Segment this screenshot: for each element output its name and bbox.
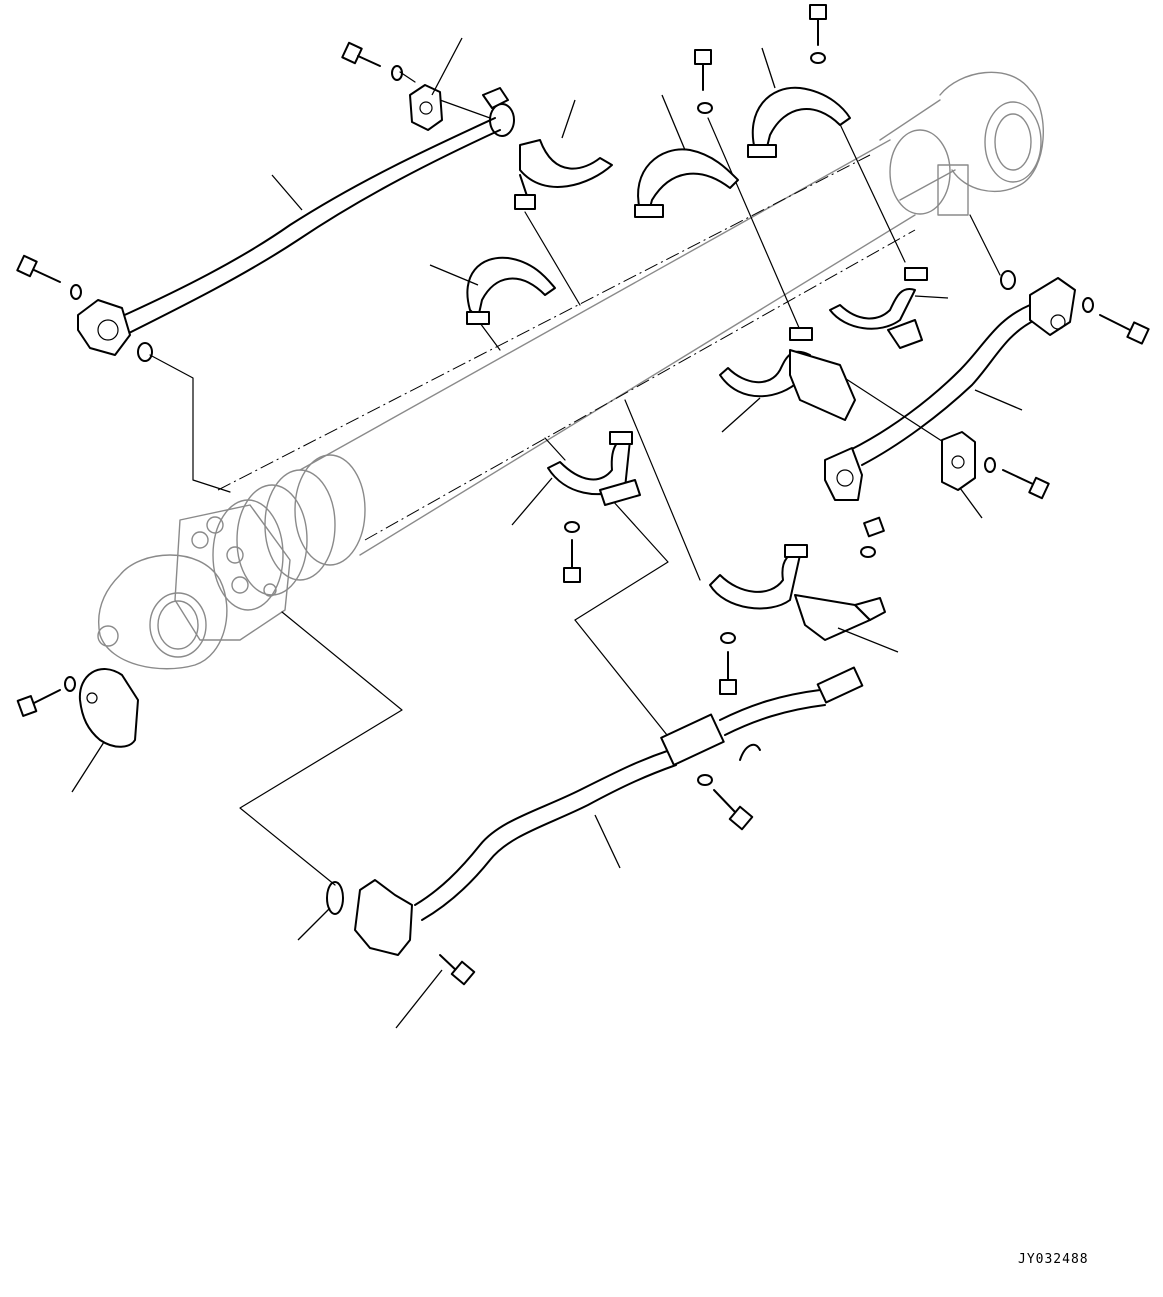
clamp-upper-1 [514, 139, 613, 210]
clamp-upper-2 [634, 148, 739, 218]
bolt-7 [563, 521, 581, 583]
clamp-middle-left [466, 256, 556, 325]
clamp-right-upper [829, 267, 928, 349]
lower-hydraulic-pipe [354, 666, 864, 956]
bolt-1 [341, 41, 403, 81]
hydraulic-cylinder-body [97, 71, 1044, 670]
bolt-4 [809, 4, 827, 64]
bolt-8 [719, 632, 737, 695]
o-rings [137, 270, 1016, 915]
clamp-upper-3 [747, 86, 851, 158]
bolt-9 [16, 676, 76, 717]
bolt-10 [697, 774, 754, 831]
clamp-right-with-block [719, 327, 856, 421]
nut-washer [860, 516, 885, 558]
right-hydraulic-pipe [824, 277, 1076, 501]
assembly-centerlines [217, 154, 916, 541]
clamp-lower-right [709, 544, 886, 641]
o-ring-1 [137, 342, 153, 362]
upper-hydraulic-pipe [77, 87, 515, 356]
bolt-3 [694, 49, 713, 114]
leader-lines [71, 37, 1023, 1029]
bolt-2 [16, 254, 82, 300]
split-flange-lower-right [941, 431, 976, 491]
clamp-middle-lower [547, 431, 641, 506]
o-ring-2 [1000, 270, 1016, 290]
bolt-5 [1082, 297, 1150, 345]
bolts-and-washers [16, 4, 1150, 986]
assembly-reference-lines [149, 71, 1001, 886]
bolt-11 [439, 954, 476, 986]
split-flange-upper [409, 84, 443, 131]
figure-reference-code: JY032488 [1018, 1252, 1089, 1267]
o-ring-3 [326, 881, 344, 915]
cover-plate [78, 668, 139, 748]
bolt-6 [984, 457, 1050, 500]
